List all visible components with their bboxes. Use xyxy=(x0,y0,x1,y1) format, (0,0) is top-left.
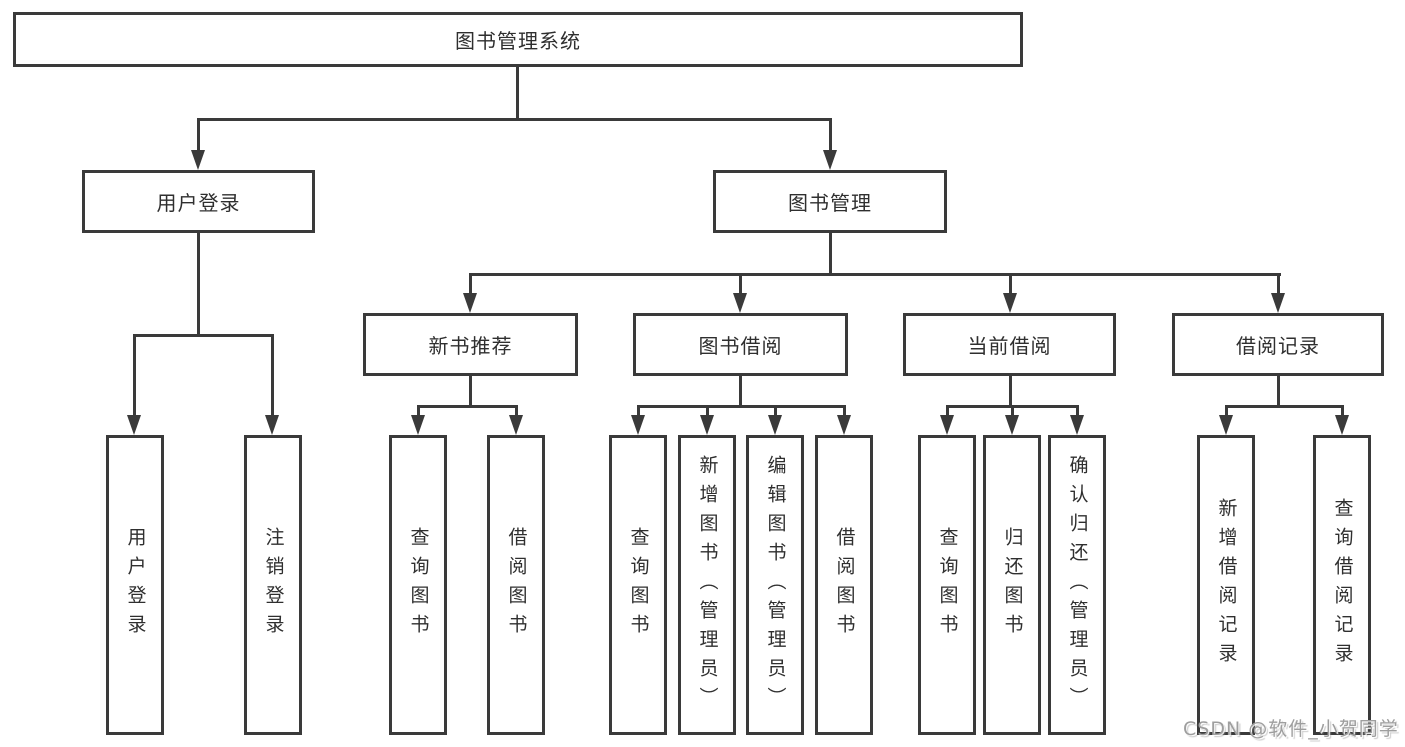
arrowhead-down-icon xyxy=(127,415,141,435)
connector-line xyxy=(469,273,1281,276)
connector-line xyxy=(1076,405,1079,418)
connector-line xyxy=(843,405,846,418)
arrowhead-down-icon xyxy=(768,415,782,435)
leaf-label: 用户登录 xyxy=(124,527,147,643)
connector-line xyxy=(1225,405,1343,408)
leaf-label: 归还图书 xyxy=(1001,527,1024,643)
leaf-label: 查询借阅记录 xyxy=(1331,498,1354,672)
connector-line xyxy=(197,118,200,154)
leaf-query-borrow-record: 查询借阅记录 xyxy=(1313,435,1371,735)
node-user-login: 用户登录 xyxy=(82,170,315,233)
csdn-watermark: CSDN @软件_小贺同学 xyxy=(1183,718,1399,740)
arrowhead-down-icon xyxy=(1271,293,1285,313)
leaf-label: 借阅图书 xyxy=(833,527,856,643)
leaf-label: 新增借阅记录 xyxy=(1215,498,1238,672)
connector-line xyxy=(417,405,518,408)
leaf-return-books: 归还图书 xyxy=(983,435,1041,735)
connector-line xyxy=(197,233,200,337)
node-current-borrowing: 当前借阅 xyxy=(903,313,1116,376)
leaf-add-books-admin: 新增图书（管理员） xyxy=(678,435,736,735)
connector-line xyxy=(706,405,709,418)
connector-line xyxy=(1009,273,1012,297)
node-borrowing-records: 借阅记录 xyxy=(1172,313,1384,376)
connector-line xyxy=(469,376,472,408)
leaf-label: 借阅图书 xyxy=(505,527,528,643)
connector-line xyxy=(1341,405,1344,418)
connector-line xyxy=(516,67,519,120)
connector-line xyxy=(1225,405,1228,418)
node-book-management: 图书管理 xyxy=(713,170,947,233)
arrowhead-down-icon xyxy=(411,415,425,435)
leaf-borrow-books: 借阅图书 xyxy=(815,435,873,735)
connector-line xyxy=(637,405,640,418)
arrowhead-down-icon xyxy=(1005,415,1019,435)
connector-line xyxy=(774,405,777,418)
node-root-library-system: 图书管理系统 xyxy=(13,12,1023,67)
connector-line xyxy=(417,405,420,418)
leaf-label: 注销登录 xyxy=(262,527,285,643)
arrowhead-down-icon xyxy=(823,150,837,170)
arrowhead-down-icon xyxy=(509,415,523,435)
connector-line xyxy=(133,334,136,418)
leaf-user-login: 用户登录 xyxy=(106,435,164,735)
arrowhead-down-icon xyxy=(700,415,714,435)
leaf-query-books-recommend: 查询图书 xyxy=(389,435,447,735)
leaf-label: 新增图书（管理员） xyxy=(696,454,719,716)
leaf-logout: 注销登录 xyxy=(244,435,302,735)
leaf-label: 编辑图书（管理员） xyxy=(764,454,787,716)
connector-line xyxy=(739,273,742,297)
arrowhead-down-icon xyxy=(1070,415,1084,435)
leaf-confirm-return-admin: 确认归还（管理员） xyxy=(1048,435,1106,735)
arrowhead-down-icon xyxy=(1335,415,1349,435)
connector-line xyxy=(197,118,832,121)
arrowhead-down-icon xyxy=(940,415,954,435)
arrowhead-down-icon xyxy=(631,415,645,435)
leaf-label: 查询图书 xyxy=(936,527,959,643)
arrowhead-down-icon xyxy=(1219,415,1233,435)
leaf-query-books-borrowing: 查询图书 xyxy=(609,435,667,735)
connector-line xyxy=(829,118,832,154)
connector-line xyxy=(946,405,949,418)
connector-line xyxy=(739,376,742,408)
connector-line xyxy=(829,233,832,276)
arrowhead-down-icon xyxy=(191,150,205,170)
node-book-borrowing: 图书借阅 xyxy=(633,313,848,376)
connector-line xyxy=(1009,376,1012,408)
connector-line xyxy=(469,273,472,297)
arrowhead-down-icon xyxy=(265,415,279,435)
connector-line xyxy=(515,405,518,418)
connector-line xyxy=(1277,273,1280,297)
leaf-edit-books-admin: 编辑图书（管理员） xyxy=(746,435,804,735)
leaf-borrow-books-recommend: 借阅图书 xyxy=(487,435,545,735)
leaf-label: 查询图书 xyxy=(407,527,430,643)
leaf-label: 查询图书 xyxy=(627,527,650,643)
connector-line xyxy=(1277,376,1280,408)
connector-line xyxy=(1011,405,1014,418)
connector-line xyxy=(637,405,846,408)
arrowhead-down-icon xyxy=(733,293,747,313)
arrowhead-down-icon xyxy=(1003,293,1017,313)
arrowhead-down-icon xyxy=(837,415,851,435)
leaf-add-borrow-record: 新增借阅记录 xyxy=(1197,435,1255,735)
node-new-book-recommendation: 新书推荐 xyxy=(363,313,578,376)
connector-line xyxy=(271,334,274,418)
leaf-label: 确认归还（管理员） xyxy=(1066,454,1089,716)
connector-line xyxy=(133,334,274,337)
arrowhead-down-icon xyxy=(463,293,477,313)
leaf-query-books-current: 查询图书 xyxy=(918,435,976,735)
